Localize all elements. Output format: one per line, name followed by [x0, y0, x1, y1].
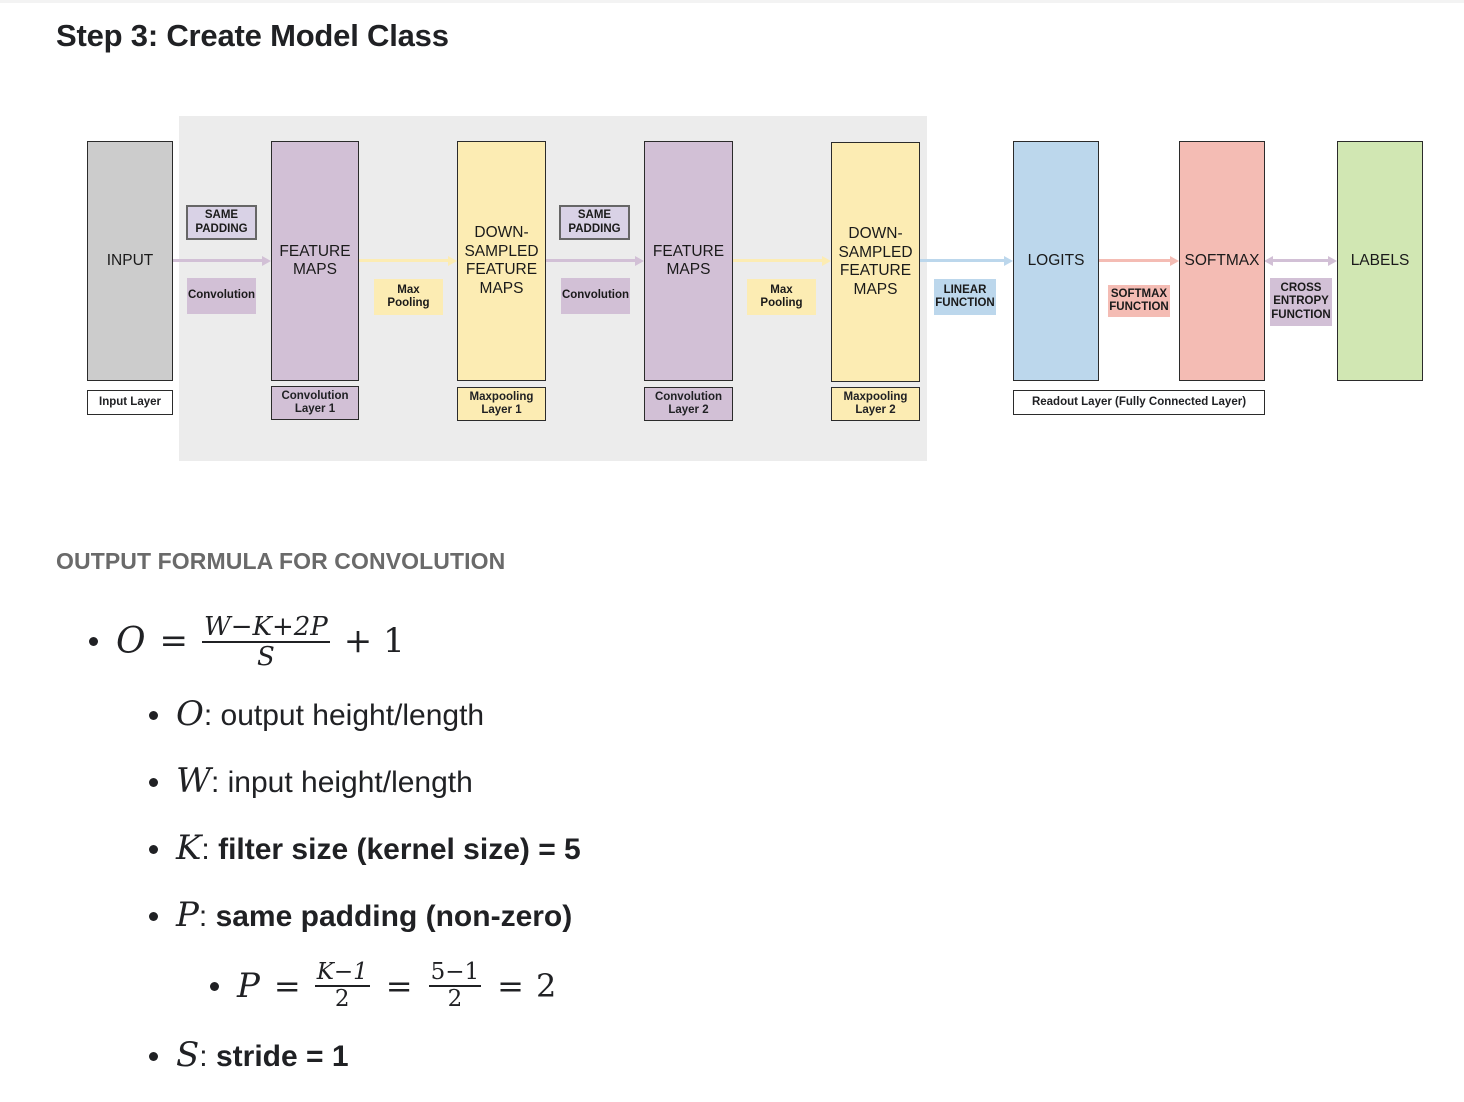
arrowhead-fm1-to-ds1: [448, 255, 457, 266]
symbol-p: P: [176, 895, 199, 935]
arrowhead-logits-to-softmax: [1170, 255, 1179, 266]
same-padding-tag-2: SAME PADDING: [559, 205, 630, 240]
formula-numerator: W−K+2P: [204, 611, 328, 642]
arrow-logits-to-softmax: [1098, 259, 1171, 262]
bullet-def-w: [149, 778, 158, 787]
definition-o: O : output height/length: [176, 694, 484, 734]
definition-s-text: stride = 1: [215, 1040, 349, 1073]
maxpool-layer-2-caption: Maxpooling Layer 2: [831, 387, 920, 421]
top-divider: [0, 0, 1464, 3]
arrowhead-to-softmax: [1264, 255, 1273, 266]
cross-entropy-function-tag: CROSS ENTROPY FUNCTION: [1270, 278, 1332, 326]
definition-k-sep: :: [201, 833, 219, 866]
padding-eq3: =: [497, 967, 524, 1005]
formula-tail: + 1: [343, 621, 405, 661]
logits-block: LOGITS: [1013, 141, 1099, 381]
bullet-def-o: [149, 711, 158, 720]
padding-num1: K−1: [316, 958, 368, 985]
convolution-tag-2: Convolution: [561, 278, 630, 314]
downsampled-2-block: DOWN- SAMPLED FEATURE MAPS: [831, 142, 920, 382]
definition-p-sep: :: [198, 900, 216, 933]
formula-fraction: W−K+2P S: [202, 613, 330, 672]
linear-function-tag: LINEAR FUNCTION: [934, 279, 996, 315]
conv-layer-2-caption: Convolution Layer 2: [644, 387, 733, 421]
maxpool-layer-1-caption: Maxpooling Layer 1: [457, 387, 546, 421]
softmax-function-tag: SOFTMAX FUNCTION: [1108, 285, 1170, 317]
padding-eq1: =: [273, 967, 301, 1005]
bullet-def-p: [149, 912, 158, 921]
bullet-def-k: [149, 845, 158, 854]
bullet-main-formula: [89, 637, 98, 646]
arrowhead-fm2-to-ds2: [822, 255, 831, 266]
definition-k-text: filter size (kernel size) = 5: [218, 833, 581, 866]
arrowhead-input-to-conv: [262, 255, 271, 266]
input-layer-caption: Input Layer: [87, 390, 173, 415]
formula-denominator: S: [256, 641, 275, 672]
input-block: INPUT: [87, 141, 173, 381]
padding-fraction-2: 5−1 2: [428, 958, 482, 1012]
convolution-tag-1: Convolution: [187, 278, 256, 314]
arrow-fm2-to-ds2: [732, 259, 824, 262]
max-pooling-tag-1: Max Pooling: [374, 279, 443, 315]
main-formula: O = W−K+2P S + 1: [116, 610, 405, 672]
page-heading: Step 3: Create Model Class: [56, 18, 449, 53]
conv-layer-1-caption: Convolution Layer 1: [271, 386, 359, 420]
padding-den2: 2: [447, 985, 463, 1012]
arrow-input-to-conv: [172, 259, 264, 262]
feature-maps-2-block: FEATURE MAPS: [644, 141, 733, 381]
padding-formula: P = K−1 2 = 5−1 2 = 2: [237, 955, 556, 1017]
symbol-k: K: [176, 828, 202, 868]
bullet-def-s: [149, 1052, 158, 1061]
fraction-bar: [202, 641, 330, 643]
padding-fraction-1: K−1 2: [314, 958, 370, 1012]
definition-w-text: : input height/length: [210, 766, 473, 799]
bullet-padding-formula: [210, 982, 219, 991]
arrowhead-ds1-to-fm2: [635, 255, 644, 266]
definition-s: S : stride = 1: [176, 1035, 349, 1075]
downsampled-1-block: DOWN- SAMPLED FEATURE MAPS: [457, 141, 546, 381]
padding-result: 2: [535, 967, 557, 1005]
arrowhead-ds2-to-logits: [1004, 255, 1013, 266]
formula-section-title: OUTPUT FORMULA FOR CONVOLUTION: [56, 548, 506, 574]
same-padding-tag-1: SAME PADDING: [186, 205, 257, 240]
padding-den1: 2: [334, 985, 350, 1012]
formula-lhs: O: [116, 620, 146, 662]
definition-p-text: same padding (non-zero): [215, 900, 573, 933]
softmax-block: SOFTMAX: [1179, 141, 1265, 381]
definition-s-sep: :: [199, 1040, 216, 1073]
arrow-fm1-to-ds1: [358, 259, 450, 262]
fraction-bar: [314, 985, 370, 987]
max-pooling-tag-2: Max Pooling: [747, 279, 816, 315]
labels-block: LABELS: [1337, 141, 1423, 381]
readout-layer-caption: Readout Layer (Fully Connected Layer): [1013, 390, 1265, 415]
padding-eq2: =: [385, 967, 413, 1005]
definition-w: W : input height/length: [176, 761, 473, 801]
definition-k: K : filter size (kernel size) = 5: [176, 828, 581, 868]
symbol-s: S: [176, 1035, 200, 1075]
arrow-ds1-to-fm2: [545, 259, 637, 262]
symbol-o: O: [176, 694, 204, 734]
definition-p: P : same padding (non-zero): [176, 895, 572, 935]
feature-maps-1-block: FEATURE MAPS: [271, 141, 359, 381]
arrow-ds2-to-logits: [919, 259, 1005, 262]
formula-equals: =: [159, 621, 189, 661]
arrow-softmax-labels: [1272, 259, 1330, 262]
arrowhead-to-labels: [1328, 255, 1337, 266]
fraction-bar: [428, 985, 482, 987]
padding-lhs: P: [237, 966, 260, 1006]
symbol-w: W: [176, 761, 211, 801]
padding-num2: 5−1: [430, 958, 480, 985]
definition-o-text: : output height/length: [203, 699, 485, 732]
